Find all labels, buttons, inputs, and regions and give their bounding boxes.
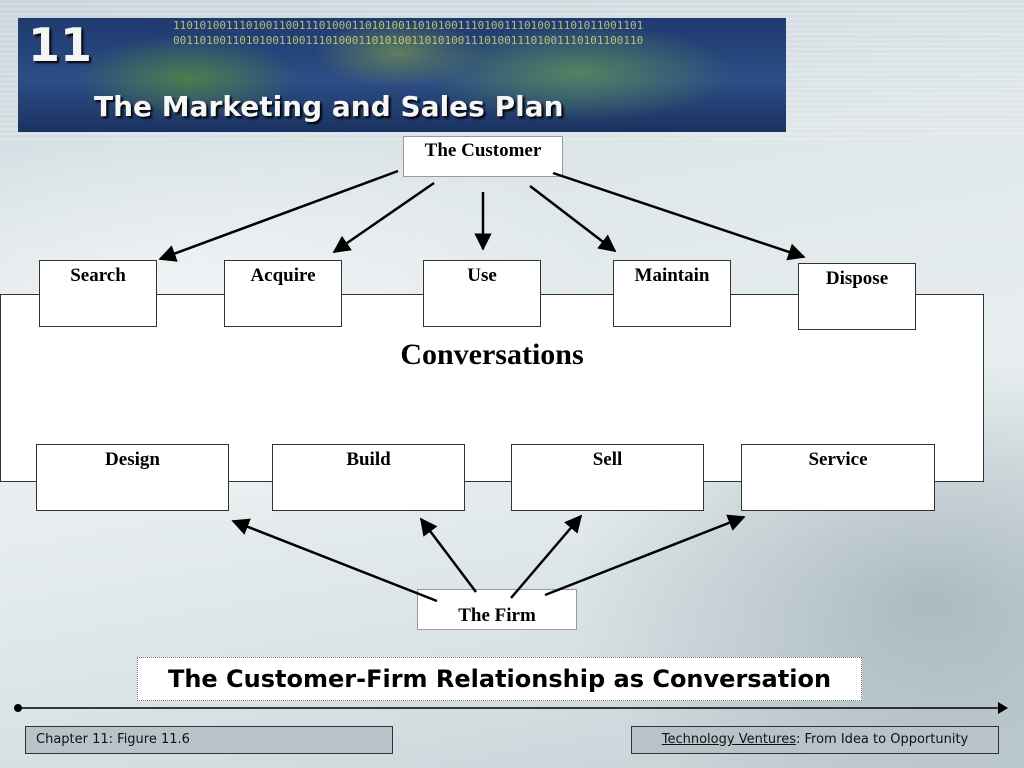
footer-figure-label: Chapter 11: Figure 11.6 [25,726,393,754]
arrow-customer-to-search [158,169,399,262]
chapter-number: 11 [28,18,93,72]
activity-service: Service [741,444,935,511]
activity-use: Use [423,260,541,327]
footer-book-title: Technology Ventures: From Idea to Opport… [631,726,999,754]
footer-book-subtitle: : From Idea to Opportunity [796,732,969,747]
customer-node: The Customer [403,136,563,177]
arrow-firm-to-service [544,514,746,597]
activity-sell: Sell [511,444,704,511]
chapter-title: The Marketing and Sales Plan [94,90,564,123]
activity-build: Build [272,444,465,511]
activity-design: Design [36,444,229,511]
arrow-customer-to-acquire [332,181,435,254]
firm-node: The Firm [417,589,577,630]
arrow-firm-to-sell [510,514,583,599]
arrow-firm-to-design [231,518,438,603]
activity-search: Search [39,260,157,327]
arrow-customer-to-maintain [529,185,617,253]
activity-acquire: Acquire [224,260,342,327]
activity-maintain: Maintain [613,260,731,327]
conversations-label: Conversations [400,338,584,371]
activity-dispose: Dispose [798,263,916,330]
arrow-firm-to-build [419,517,477,593]
banner-binary-text: 1101010011101001100111010001101010011010… [173,19,644,47]
chapter-banner: 1101010011101001100111010001101010011010… [18,18,786,132]
arrow-customer-to-dispose [552,171,806,261]
figure-caption: The Customer-Firm Relationship as Conver… [137,657,862,701]
footer-book-name: Technology Ventures [661,732,796,747]
